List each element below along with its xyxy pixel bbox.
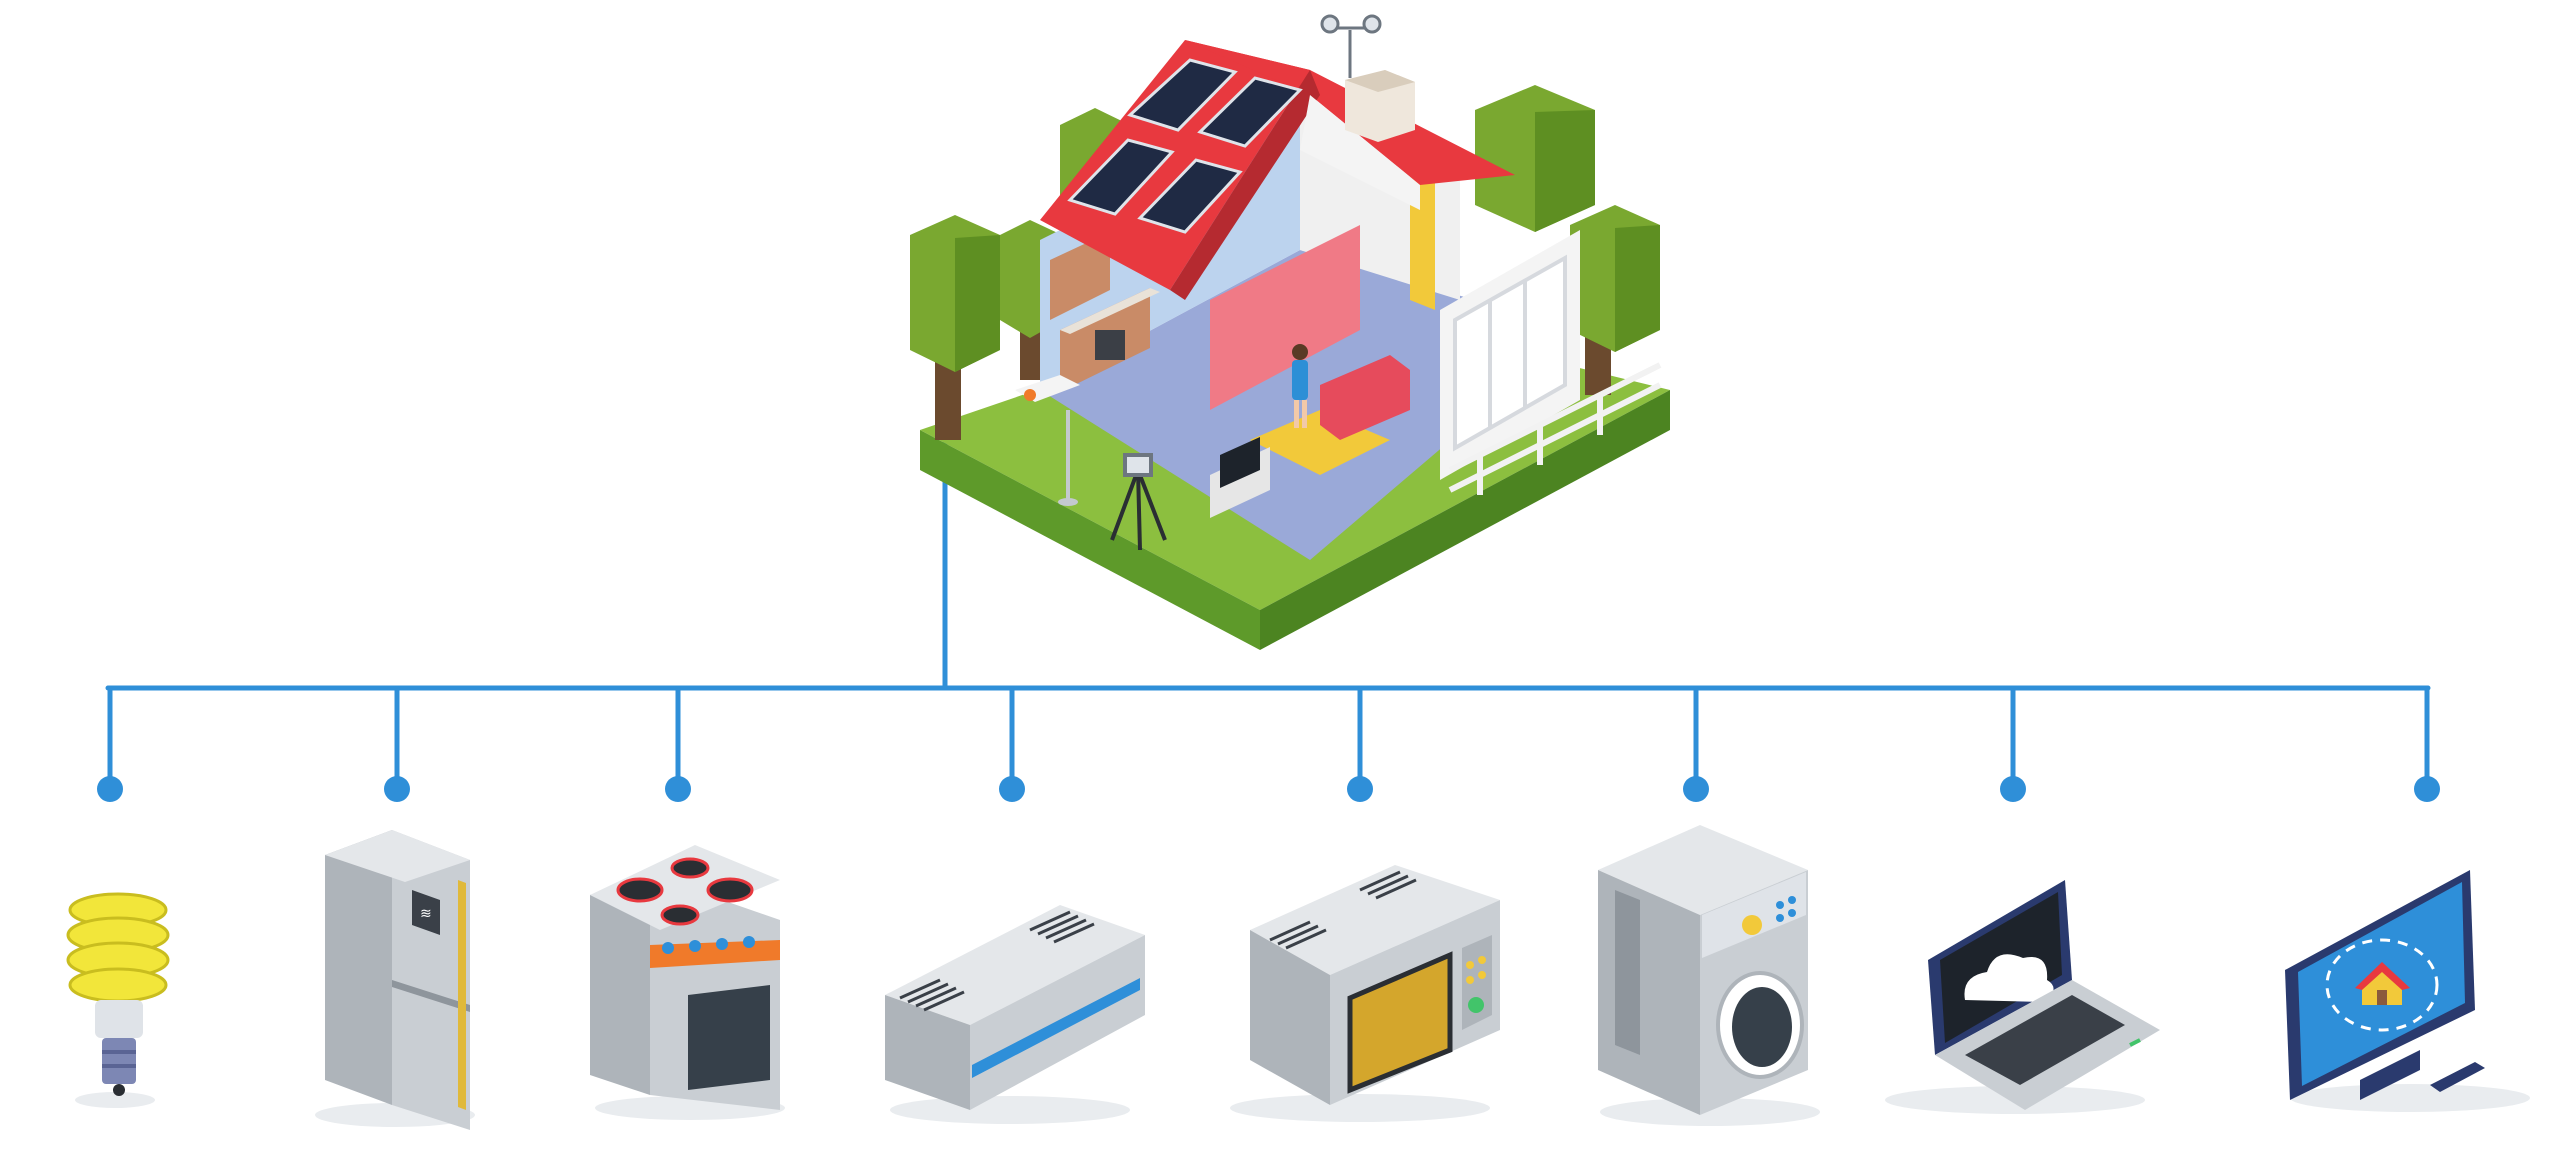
fridge-side [325, 830, 392, 1105]
knob-4 [743, 936, 755, 948]
bulb-socket [102, 1038, 136, 1084]
keypad-start [1468, 997, 1484, 1013]
microwave-keypad [1462, 935, 1492, 1030]
connector-dot-3 [665, 776, 691, 802]
sofa [1320, 355, 1410, 440]
stove-side [590, 875, 650, 1095]
connector-dot-1 [97, 776, 123, 802]
connector-dot-5 [1347, 776, 1373, 802]
solar-panels [1067, 58, 1303, 234]
smart-refrigerator-device: ≋ [315, 830, 475, 1130]
knob-1 [662, 942, 674, 954]
burner-2 [670, 857, 710, 879]
wind-vane [1320, 14, 1382, 78]
microwave-oven-device [1230, 865, 1500, 1122]
air-conditioner-device [885, 905, 1145, 1124]
garden-fence [1448, 362, 1662, 495]
microwave-top [1250, 865, 1500, 975]
washer-side-panel [1615, 890, 1640, 1055]
ev-charger [1015, 375, 1080, 402]
ac-vent-left [899, 978, 965, 1012]
bulb-tip [113, 1084, 125, 1096]
chimney [1345, 70, 1415, 142]
connector-dot-2 [384, 776, 410, 802]
washer-btn-3 [1776, 914, 1784, 922]
bulb-base [95, 1000, 143, 1038]
washer-panel [1702, 872, 1806, 958]
room-tv [1210, 437, 1270, 518]
solar-panel-2 [1197, 76, 1303, 148]
keypad-dot-2 [1478, 956, 1486, 964]
connector-dot-6 [1683, 776, 1709, 802]
microwave-vent [1269, 870, 1417, 950]
fridge-front [392, 830, 470, 1130]
connector-dots [97, 776, 2440, 802]
tv-remote [2430, 1062, 2485, 1092]
fridge-top [325, 830, 470, 882]
keypad-dot-4 [1478, 971, 1486, 979]
resident-figure [1292, 344, 1308, 428]
washer-top [1598, 825, 1808, 915]
connector-dot-7 [2000, 776, 2026, 802]
microwave-window [1347, 951, 1453, 1094]
solar-panel-4 [1137, 158, 1243, 234]
roof-underside [1170, 70, 1320, 300]
washer-btn-4 [1788, 909, 1796, 917]
tree-right [1570, 205, 1660, 395]
microwave-side [1250, 930, 1330, 1105]
solar-panel-3 [1067, 138, 1175, 216]
cloud-icon [1964, 954, 2054, 1002]
front-window [1453, 254, 1567, 452]
fridge-door-split [392, 980, 470, 1012]
burner-1 [616, 877, 664, 903]
solar-panel-1 [1127, 58, 1238, 132]
keypad-dot-3 [1466, 976, 1474, 984]
tv-dashed-ring [2325, 938, 2439, 1032]
kitchen-cabinets [1050, 232, 1160, 392]
keypad-dot-1 [1466, 961, 1474, 969]
burner-3 [660, 904, 700, 926]
tree-left-back [910, 215, 1000, 440]
smart-house-illustration [910, 14, 1670, 650]
knob-3 [716, 938, 728, 950]
electric-stove-device [590, 845, 785, 1120]
tv-stand [2360, 1050, 2420, 1100]
roof-gable-wall [1300, 95, 1420, 210]
oven-window [688, 985, 770, 1090]
laptop-cloud-device [1885, 880, 2160, 1114]
lawn-side-left [920, 430, 1260, 650]
ac-vent-right [1029, 910, 1095, 944]
connector-dot-4 [999, 776, 1025, 802]
washer-dial [1742, 915, 1762, 935]
ac-blue-strip [972, 978, 1140, 1078]
smart-tv-monitor-device [2285, 870, 2530, 1112]
washing-machine-device [1598, 825, 1820, 1126]
bulb-coil-4 [68, 967, 168, 1003]
house-icon [2355, 962, 2410, 1005]
stove-top [590, 845, 780, 930]
energy-saving-bulb-device [66, 892, 170, 1108]
laptop-led-1 [2129, 1038, 2141, 1047]
laptop-keyboard [1965, 995, 2125, 1085]
bulb-shadow [75, 1092, 155, 1108]
lawn-side-right [1260, 390, 1670, 650]
tree-back-right [1475, 85, 1595, 232]
outdoor-lamp [1058, 410, 1078, 506]
connector-dot-8 [2414, 776, 2440, 802]
knob-2 [689, 940, 701, 952]
burner-4 [706, 877, 754, 903]
washer-btn-1 [1776, 901, 1784, 909]
ac-front [885, 995, 970, 1110]
washer-drum [1732, 987, 1792, 1067]
ac-top [885, 905, 1145, 1025]
weather-station-tripod [1110, 453, 1167, 551]
wifi-icon: ≋ [420, 906, 432, 922]
fridge-display [412, 890, 440, 935]
washer-btn-2 [1788, 896, 1796, 904]
living-wall-pink [1210, 225, 1360, 410]
fridge-handle [458, 880, 466, 1110]
